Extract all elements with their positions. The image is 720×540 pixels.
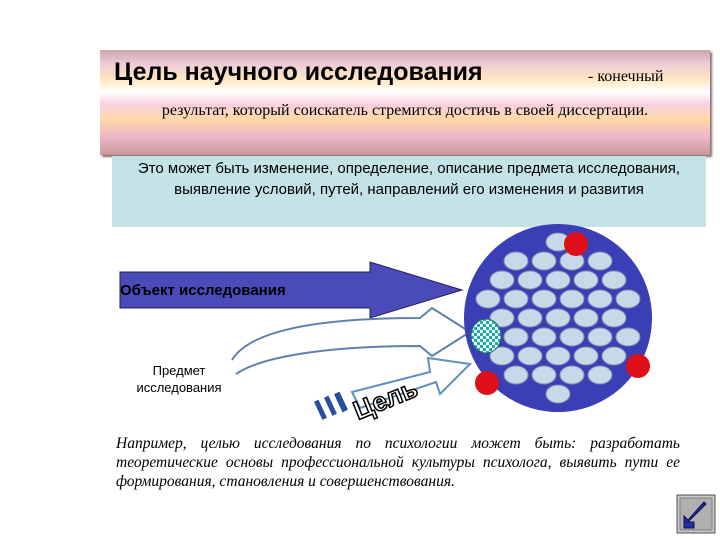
sphere-cell xyxy=(601,346,627,366)
sphere-cell xyxy=(559,289,585,309)
subject-arrow xyxy=(231,306,472,375)
sphere-cell xyxy=(531,365,557,385)
sphere-cell xyxy=(545,270,571,290)
sphere-cell xyxy=(587,365,613,385)
example-text: Например, целью исследования по психолог… xyxy=(116,435,680,490)
sphere-cell xyxy=(517,346,543,366)
sphere-cell xyxy=(531,251,557,271)
sphere-cell xyxy=(489,270,515,290)
sphere-cell xyxy=(587,327,613,347)
sphere-cell xyxy=(545,346,571,366)
sphere-cell xyxy=(545,308,571,328)
sphere-cell xyxy=(545,384,571,404)
subject-label: Предмет исследования xyxy=(136,363,222,395)
sphere-cell xyxy=(573,346,599,366)
object-label: Объект исследования xyxy=(120,282,286,299)
target-cell xyxy=(470,318,502,354)
sphere-cell xyxy=(489,346,515,366)
sphere-cell xyxy=(615,289,641,309)
sphere-cell xyxy=(489,308,515,328)
sphere-cell xyxy=(531,327,557,347)
sphere-cell xyxy=(531,289,557,309)
sphere-cell xyxy=(503,365,529,385)
sphere-cell xyxy=(587,251,613,271)
sphere-cell xyxy=(573,270,599,290)
sphere-cell xyxy=(587,289,613,309)
sphere-cell xyxy=(601,308,627,328)
red-dot xyxy=(626,354,650,378)
sphere-cell xyxy=(503,327,529,347)
return-button[interactable] xyxy=(676,494,716,534)
sphere-cell xyxy=(615,327,641,347)
sphere-cell xyxy=(503,289,529,309)
page-title: Цель научного исследования xyxy=(114,58,483,86)
goal-label: Цель xyxy=(349,373,422,426)
sphere-cell xyxy=(517,270,543,290)
red-dot xyxy=(564,232,588,256)
title-banner xyxy=(100,50,710,155)
sphere-cell xyxy=(601,270,627,290)
goal-arrow xyxy=(313,356,473,420)
object-arrow xyxy=(119,261,464,319)
title-suffix: - конечный xyxy=(588,68,664,85)
sphere-cells xyxy=(475,232,641,404)
red-dot xyxy=(475,371,499,395)
title-continuation: результат, который соискатель стремится … xyxy=(161,102,649,119)
sphere-cell xyxy=(517,308,543,328)
sphere-cell xyxy=(573,308,599,328)
sphere-cell xyxy=(503,251,529,271)
return-arrow-icon xyxy=(676,494,716,534)
sphere-cell xyxy=(559,327,585,347)
definition-box: Это может быть изменение, определение, о… xyxy=(112,156,706,227)
sphere-cell xyxy=(475,289,501,309)
sphere-cell xyxy=(559,365,585,385)
